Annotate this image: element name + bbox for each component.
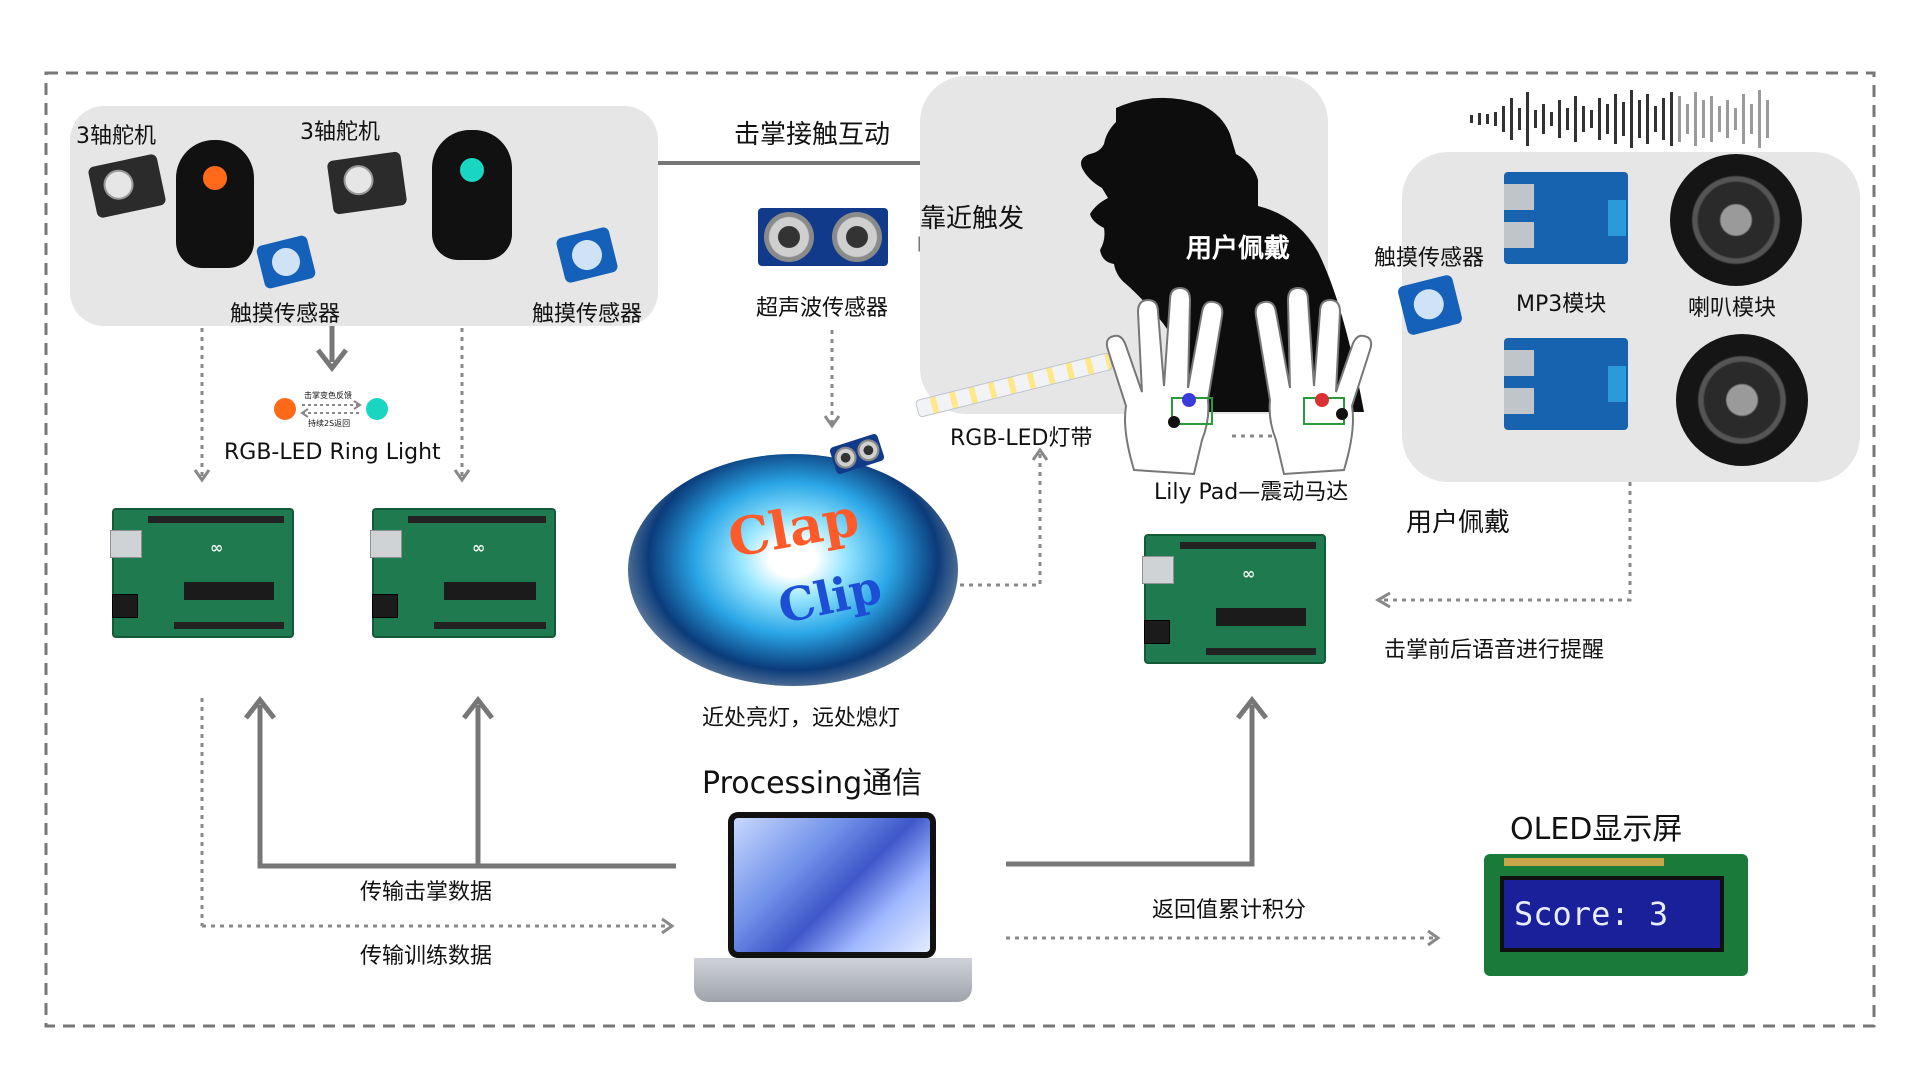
dome-word-clap: Clap bbox=[723, 487, 864, 570]
arduino-left: ∞ bbox=[110, 508, 294, 638]
oled-display: Score: 3 bbox=[1484, 854, 1748, 976]
voice-reminder-label: 击掌前后语音进行提醒 bbox=[1384, 638, 1605, 663]
flow-score-head bbox=[1427, 929, 1441, 947]
sound-wave-icon bbox=[1470, 90, 1769, 148]
user-wear-top-label: 用户佩戴 bbox=[1186, 234, 1291, 264]
ring-teal-dot bbox=[366, 398, 388, 420]
hand-right bbox=[1254, 286, 1373, 476]
processing-label: Processing通信 bbox=[702, 766, 923, 801]
lilypad-left-motor bbox=[1182, 393, 1196, 407]
glove-panel bbox=[70, 106, 658, 326]
transfer-train-label: 传输训练数据 bbox=[360, 944, 493, 969]
flow-arduino-right bbox=[1006, 705, 1255, 867]
transfer-clap-label: 传输击掌数据 bbox=[360, 880, 493, 905]
return-score-label: 返回值累计积分 bbox=[1152, 898, 1307, 923]
ring-note-arrow-top-head bbox=[353, 400, 362, 410]
glove-left bbox=[176, 140, 254, 268]
glove-right bbox=[432, 130, 512, 260]
flow-clap-left-head bbox=[244, 695, 276, 720]
arduino-middle: ∞ bbox=[370, 508, 556, 638]
dotted-right-head bbox=[453, 469, 471, 483]
ultrasonic-sensor bbox=[758, 208, 888, 266]
glove-down-arrow-head bbox=[316, 348, 348, 373]
mp3-module-label: MP3模块 bbox=[1516, 292, 1607, 317]
touch-mp3-label: 触摸传感器 bbox=[1374, 246, 1485, 271]
dotted-speaker-arduino-head bbox=[1375, 591, 1391, 609]
ring-note-arrow-bottom-head bbox=[300, 408, 309, 418]
dotted-dome-strip-head bbox=[1031, 447, 1049, 461]
oled-screen-text: Score: 3 bbox=[1500, 876, 1724, 952]
lilypad-right-motor bbox=[1315, 393, 1329, 407]
lilypad-left-node bbox=[1168, 416, 1180, 428]
clap-contact-label: 击掌接触互动 bbox=[734, 120, 891, 150]
glove-left-led bbox=[203, 166, 227, 190]
touch-right-label: 触摸传感器 bbox=[532, 302, 643, 327]
dome-word-clip: Clip bbox=[773, 559, 887, 635]
flow-clap-left bbox=[257, 705, 676, 869]
dotted-speaker-arduino bbox=[1380, 482, 1632, 602]
glove-right-led bbox=[460, 158, 484, 182]
rgb-ring-label: RGB-LED Ring Light bbox=[224, 440, 441, 465]
flow-clap-right-head bbox=[462, 695, 494, 720]
laptop-screen bbox=[728, 812, 936, 958]
ring-note-top: 击掌变色反馈 bbox=[304, 391, 352, 400]
speaker-top bbox=[1670, 154, 1802, 286]
rgb-strip-label: RGB-LED灯带 bbox=[950, 426, 1093, 451]
speaker-bottom bbox=[1676, 334, 1808, 466]
touch-left-label: 触摸传感器 bbox=[230, 302, 341, 327]
dotted-ultrasonic-head bbox=[823, 415, 841, 429]
speaker-module-label: 喇叭模块 bbox=[1688, 296, 1777, 321]
hand-left bbox=[1105, 286, 1224, 476]
mp3-module-bottom bbox=[1504, 338, 1628, 430]
ring-note-bottom: 持续2S返回 bbox=[308, 419, 351, 428]
clap-clip-dome: Clap Clip bbox=[628, 454, 958, 686]
oled-title-label: OLED显示屏 bbox=[1510, 812, 1683, 847]
mp3-module-top bbox=[1504, 172, 1628, 264]
flow-train-head bbox=[661, 917, 675, 935]
flow-arduino-right-head bbox=[1236, 695, 1268, 720]
outer-frame bbox=[44, 71, 1876, 1028]
ultrasonic-label: 超声波传感器 bbox=[756, 296, 889, 321]
dotted-left-head bbox=[193, 469, 211, 483]
servo-right-label: 3轴舵机 bbox=[300, 120, 380, 145]
arduino-right: ∞ bbox=[1142, 534, 1326, 664]
laptop-base bbox=[694, 958, 972, 1002]
lilypad-label: Lily Pad—震动马达 bbox=[1154, 480, 1349, 505]
proximity-label: 靠近触发 bbox=[920, 204, 1025, 234]
lilypad-right-node bbox=[1336, 408, 1348, 420]
ring-orange-dot bbox=[274, 398, 296, 420]
near-far-label: 近处亮灯，远处熄灯 bbox=[702, 706, 901, 731]
servo-left-label: 3轴舵机 bbox=[76, 124, 156, 149]
user-wear-mid-label: 用户佩戴 bbox=[1406, 508, 1511, 538]
